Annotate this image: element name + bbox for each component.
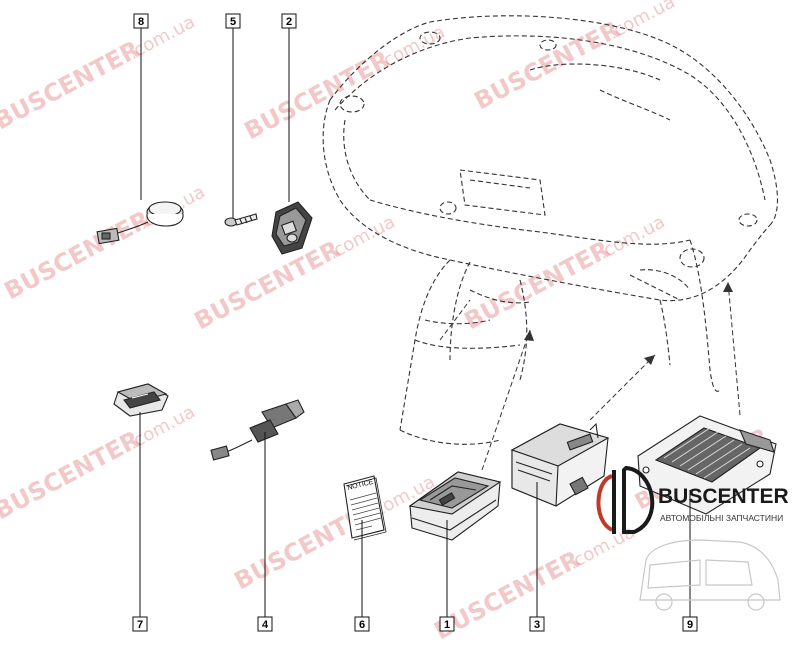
part-8-buzzer [96, 201, 184, 245]
callout-9: 9 [682, 616, 698, 632]
logo-name: BUSCENTER [658, 485, 789, 508]
callout-9-label: 9 [687, 619, 693, 631]
buscenter-logo: BUSCENTER АВТОМОБІЛЬНІ ЗАПЧАСТИНИ [596, 465, 789, 611]
watermark-brand: BUSCENTER [460, 235, 615, 335]
dashboard-outline [322, 15, 778, 445]
watermark-domain: .com.ua [325, 211, 399, 263]
callout-5-label: 5 [230, 16, 236, 28]
callout-4-label: 4 [262, 619, 269, 631]
callout-1: 1 [439, 616, 455, 632]
watermark-brand: BUSCENTER [470, 15, 625, 115]
logo-mark [596, 465, 655, 534]
watermark-brand: BUSCENTER [0, 35, 144, 135]
part-3-radio [510, 422, 610, 507]
part-7-module [113, 383, 169, 417]
callout-5: 5 [225, 13, 241, 29]
callout-1-label: 1 [444, 619, 450, 631]
part-1-module [408, 471, 502, 541]
callout-4: 4 [257, 616, 273, 632]
watermark-brand: BUSCENTER [190, 235, 345, 335]
callout-6: 6 [354, 616, 370, 632]
watermark-brand: BUSCENTER [0, 205, 154, 305]
arrow-heads [524, 282, 733, 365]
callout-3: 3 [529, 616, 545, 632]
callout-2-label: 2 [286, 16, 292, 28]
callout-6-label: 6 [359, 619, 365, 631]
callout-2: 2 [281, 13, 297, 29]
callout-7-label: 7 [137, 619, 143, 631]
callout-8-label: 8 [138, 16, 144, 28]
callout-8: 8 [133, 13, 149, 29]
watermark-brand: BUSCENTER [240, 45, 395, 145]
install-arrows [439, 281, 741, 471]
logo-tagline: АВТОМОБІЛЬНІ ЗАПЧАСТИНИ [660, 513, 783, 523]
watermark-domain: .com.ua [565, 521, 639, 573]
callout-3-label: 3 [534, 619, 540, 631]
callout-7: 7 [132, 616, 148, 632]
watermark-domain: .com.ua [605, 0, 679, 44]
part-2-switch [271, 201, 313, 255]
part-5-screw [224, 213, 258, 227]
part-6-notice: NOTICE [343, 475, 387, 541]
watermark-domain: .com.ua [595, 211, 669, 263]
leader-lines [139, 28, 691, 617]
part-9-amplifier [637, 415, 777, 515]
part-4-wiring [210, 399, 305, 461]
callout-boxes: 8 5 2 7 4 6 1 3 [132, 13, 698, 632]
van-silhouette [639, 539, 781, 611]
watermark-brand: BUSCENTER [0, 425, 144, 525]
